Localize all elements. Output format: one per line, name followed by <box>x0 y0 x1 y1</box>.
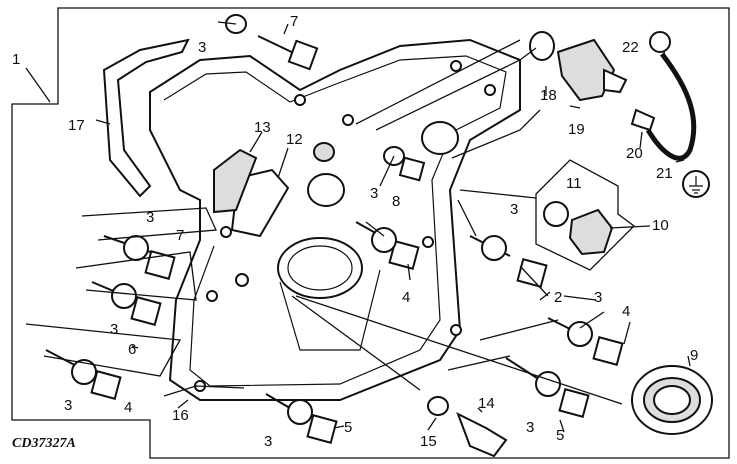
ring-terminal-22 <box>649 31 671 53</box>
callout-3: 3 <box>594 289 602 306</box>
gasket-13 <box>213 148 258 214</box>
callout-3: 3 <box>198 39 206 56</box>
ground-strap-21 <box>645 52 697 161</box>
callout-2: 2 <box>554 289 562 306</box>
callout-4: 4 <box>622 303 630 320</box>
cover-small-ring <box>313 142 335 162</box>
callout-3: 3 <box>110 321 118 338</box>
callout-8: 8 <box>392 193 400 210</box>
sender-19 <box>556 38 628 102</box>
gasket-17 <box>102 38 190 198</box>
cap-screw-5-right <box>505 357 590 418</box>
diagram-frame <box>11 7 730 459</box>
terminal-20 <box>630 108 656 132</box>
callout-9: 9 <box>690 347 698 364</box>
callout-3: 3 <box>64 397 72 414</box>
o-ring-11 <box>543 201 569 227</box>
cap-screw-4-left <box>45 349 122 400</box>
crankshaft-opening-inner <box>287 245 353 291</box>
callout-4: 4 <box>402 289 410 306</box>
cover-inner-ridge <box>163 55 507 387</box>
callout-19: 19 <box>568 121 585 138</box>
callout-5: 5 <box>344 419 352 436</box>
washer-15 <box>427 396 449 416</box>
callout-3: 3 <box>526 419 534 436</box>
callout-7: 7 <box>176 227 184 244</box>
callout-17: 17 <box>68 117 85 134</box>
cover-plug <box>307 173 345 207</box>
cap-screw-7-left <box>103 235 176 280</box>
figure-id: CD37327A <box>12 436 76 451</box>
crankshaft-opening <box>277 237 363 299</box>
callout-20: 20 <box>626 145 643 162</box>
frame-leader-1 <box>25 67 51 103</box>
bolt-holes <box>194 60 496 392</box>
sensor-14 <box>456 411 508 458</box>
callout-16: 16 <box>172 407 189 424</box>
callout-14: 14 <box>478 395 495 412</box>
cap-screw-2 <box>469 235 548 288</box>
callout-4: 4 <box>124 399 132 416</box>
ground-symbol-icon <box>682 170 710 198</box>
callout-3: 3 <box>370 185 378 202</box>
cap-screw-5-bottom <box>265 393 338 444</box>
cover-seal-ring <box>421 121 459 155</box>
callout-3: 3 <box>510 201 518 218</box>
callout-5: 5 <box>556 427 564 444</box>
plug-10 <box>568 208 614 256</box>
inset-box-10 <box>535 159 635 271</box>
callout-13: 13 <box>254 119 271 136</box>
leader-lines <box>25 21 691 433</box>
cap-screw-8 <box>383 146 426 182</box>
o-ring-18 <box>529 31 555 61</box>
callout-15: 15 <box>420 433 437 450</box>
cap-screw-4-center <box>355 221 420 270</box>
callout-3: 3 <box>264 433 272 450</box>
callout-1: 1 <box>12 51 20 68</box>
crankshaft-boss <box>279 269 381 351</box>
cap-screw-6 <box>91 281 162 326</box>
callout-21: 21 <box>656 165 673 182</box>
callout-11: 11 <box>566 175 582 192</box>
callout-7: 7 <box>290 13 298 30</box>
callout-22: 22 <box>622 39 639 56</box>
callout-labels: 1 2 3 3 3 3 3 3 3 3 3 4 4 4 5 5 6 7 7 8 … <box>12 13 698 450</box>
callout-6: 6 <box>128 341 136 358</box>
callout-18: 18 <box>540 87 557 104</box>
timing-gear-cover <box>149 38 521 401</box>
callout-12: 12 <box>286 131 303 148</box>
callout-3: 3 <box>146 209 154 226</box>
oil-seal-9 <box>631 365 713 435</box>
callout-10: 10 <box>652 217 669 234</box>
